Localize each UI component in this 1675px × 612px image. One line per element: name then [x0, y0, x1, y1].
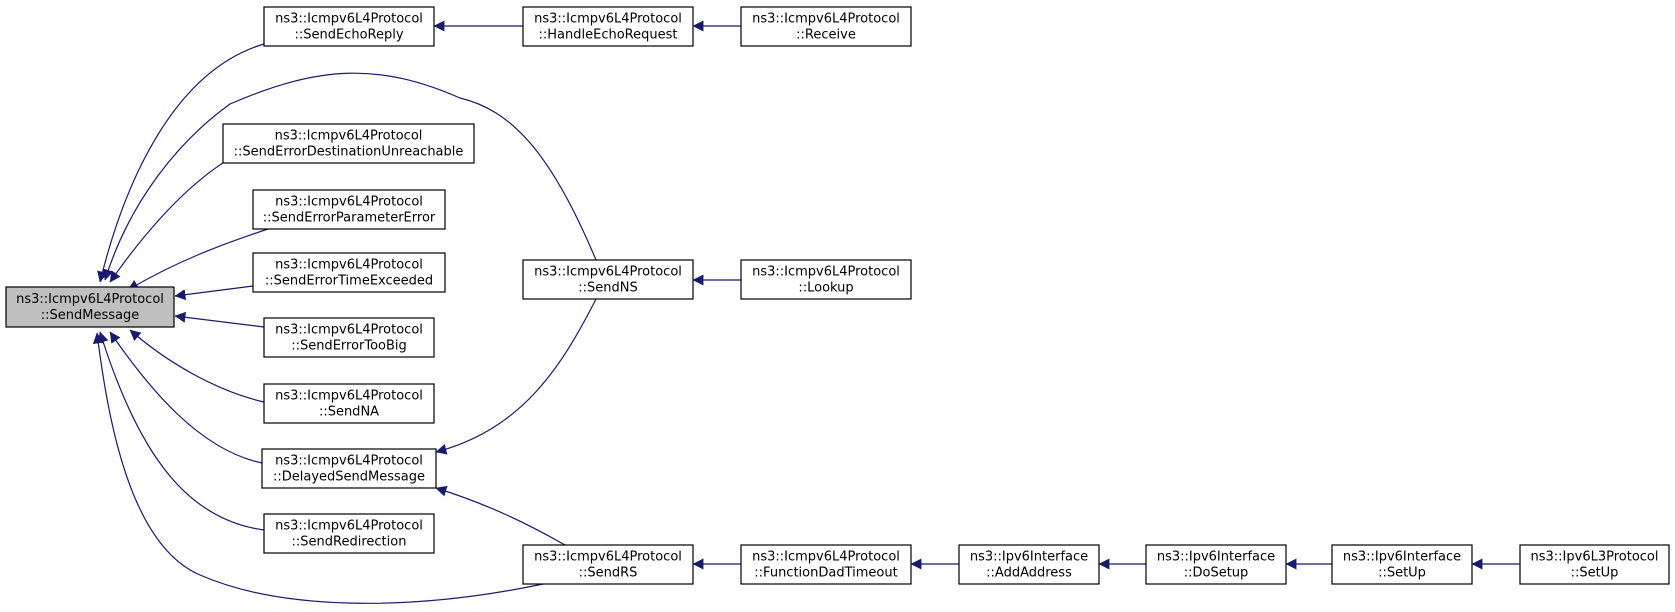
node-label-line1: ns3::Icmpv6L4Protocol	[752, 12, 900, 27]
node-label-line2: ::SendNS	[578, 281, 637, 296]
node-dosetup[interactable]: ns3::Ipv6Interface::DoSetup	[1145, 544, 1287, 585]
node-box	[252, 252, 446, 293]
node-label-line1: ns3::Icmpv6L4Protocol	[275, 258, 423, 273]
node-sendmessage[interactable]: ns3::Icmpv6L4Protocol::SendMessage	[5, 286, 175, 328]
node-label-line1: ns3::Icmpv6L4Protocol	[752, 550, 900, 565]
node-senderrortoobig[interactable]: ns3::Icmpv6L4Protocol::SendErrorTooBig	[263, 317, 435, 358]
node-label-line1: ns3::Ipv6Interface	[1157, 550, 1275, 565]
node-label-line2: ::SendErrorDestinationUnreachable	[234, 145, 464, 160]
node-label-line2: ::AddAddress	[986, 566, 1072, 581]
node-label-line2: ::Receive	[796, 28, 856, 43]
node-box	[740, 544, 912, 585]
node-label-line2: ::DoSetup	[1184, 566, 1249, 581]
node-box	[1331, 544, 1473, 585]
edge-sendns-to-delayedsendmessage	[435, 298, 597, 455]
edge-sendredirection-to-sendmessage	[97, 331, 265, 531]
node-senderrortimeexceeded[interactable]: ns3::Icmpv6L4Protocol::SendErrorTimeExce…	[252, 252, 446, 293]
node-label-line2: ::SendErrorTimeExceeded	[265, 274, 433, 289]
node-label-line1: ns3::Ipv6Interface	[1343, 550, 1461, 565]
node-receive[interactable]: ns3::Icmpv6L4Protocol::Receive	[740, 6, 912, 47]
node-label-line2: ::HandleEchoRequest	[539, 28, 678, 43]
node-label-line1: ns3::Icmpv6L4Protocol	[275, 323, 423, 338]
node-label-line1: ns3::Icmpv6L4Protocol	[752, 265, 900, 280]
node-label-line2: ::DelayedSendMessage	[273, 470, 425, 485]
node-label-line2: ::SendErrorParameterError	[263, 211, 436, 226]
node-box	[263, 513, 435, 554]
edge-senderrortoobig-to-sendmessage	[174, 311, 265, 328]
edge-senderrortimeexceeded-to-sendmessage	[174, 285, 254, 301]
node-box	[5, 286, 175, 328]
node-label-line2: ::SendRS	[579, 566, 638, 581]
node-label-line2: ::SetUp	[1571, 566, 1619, 581]
node-box	[522, 6, 694, 47]
edge-sendns-to-sendmessage	[102, 72, 597, 281]
node-lookup[interactable]: ns3::Icmpv6L4Protocol::Lookup	[740, 259, 912, 300]
edges-layer	[92, 20, 1520, 604]
node-box	[1519, 544, 1670, 585]
node-sendredirection[interactable]: ns3::Icmpv6L4Protocol::SendRedirection	[263, 513, 435, 554]
node-box	[261, 448, 437, 489]
node-label-line2: ::FunctionDadTimeout	[754, 566, 897, 581]
edge-senderrorparamerror-to-sendmessage	[127, 228, 269, 291]
node-label-line2: ::SendMessage	[41, 308, 139, 323]
node-functiondadtimeout[interactable]: ns3::Icmpv6L4Protocol::FunctionDadTimeou…	[740, 544, 912, 585]
node-label-line2: ::SendNA	[319, 405, 379, 420]
node-box	[958, 544, 1100, 585]
node-label-line2: ::SendEchoReply	[294, 28, 403, 43]
edge-delayedsendmessage-to-sendmessage	[109, 331, 263, 464]
node-box	[740, 6, 912, 47]
node-addaddress[interactable]: ns3::Ipv6Interface::AddAddress	[958, 544, 1100, 585]
node-sendna[interactable]: ns3::Icmpv6L4Protocol::SendNA	[263, 383, 435, 424]
node-label-line1: ns3::Icmpv6L4Protocol	[534, 265, 682, 280]
nodes-layer: ns3::Icmpv6L4Protocol::SendMessagens3::I…	[5, 6, 1670, 585]
node-label-line1: ns3::Icmpv6L4Protocol	[275, 195, 423, 210]
node-sendechoreply[interactable]: ns3::Icmpv6L4Protocol::SendEchoReply	[263, 6, 435, 47]
node-box	[740, 259, 912, 300]
node-sendns[interactable]: ns3::Icmpv6L4Protocol::SendNS	[522, 259, 694, 300]
node-box	[522, 259, 694, 300]
node-box	[522, 544, 694, 585]
node-label-line2: ::SetUp	[1378, 566, 1426, 581]
node-label-line2: ::SendErrorTooBig	[291, 339, 407, 354]
node-box	[222, 123, 475, 164]
node-label-line1: ns3::Icmpv6L4Protocol	[16, 292, 164, 307]
node-box	[263, 6, 435, 47]
node-senderrorparamerror[interactable]: ns3::Icmpv6L4Protocol::SendErrorParamete…	[252, 189, 446, 230]
node-ipv6interface-setup[interactable]: ns3::Ipv6Interface::SetUp	[1331, 544, 1473, 585]
node-label-line1: ns3::Icmpv6L4Protocol	[275, 12, 423, 27]
node-senderrordestunreach[interactable]: ns3::Icmpv6L4Protocol::SendErrorDestinat…	[222, 123, 475, 164]
node-ipv6l3protocol-setup[interactable]: ns3::Ipv6L3Protocol::SetUp	[1519, 544, 1670, 585]
node-label-line1: ns3::Icmpv6L4Protocol	[534, 550, 682, 565]
node-box	[1145, 544, 1287, 585]
edge-sendechoreply-to-sendmessage	[97, 43, 265, 283]
node-label-line1: ns3::Icmpv6L4Protocol	[534, 12, 682, 27]
node-label-line1: ns3::Ipv6Interface	[970, 550, 1088, 565]
node-box	[252, 189, 446, 230]
node-box	[263, 317, 435, 358]
node-sendrs[interactable]: ns3::Icmpv6L4Protocol::SendRS	[522, 544, 694, 585]
node-label-line1: ns3::Icmpv6L4Protocol	[275, 389, 423, 404]
node-label-line1: ns3::Icmpv6L4Protocol	[275, 519, 423, 534]
edge-sendrs-to-sendmessage	[92, 332, 544, 604]
node-handleechorequest[interactable]: ns3::Icmpv6L4Protocol::HandleEchoRequest	[522, 6, 694, 47]
node-label-line1: ns3::Ipv6L3Protocol	[1531, 550, 1659, 565]
edge-senderrordestunreach-to-sendmessage	[109, 149, 246, 283]
node-label-line2: ::SendRedirection	[292, 535, 407, 550]
node-label-line1: ns3::Icmpv6L4Protocol	[275, 129, 423, 144]
edge-sendrs-to-delayedsendmessage	[435, 485, 566, 546]
node-label-line1: ns3::Icmpv6L4Protocol	[275, 454, 423, 469]
node-delayedsendmessage[interactable]: ns3::Icmpv6L4Protocol::DelayedSendMessag…	[261, 448, 437, 489]
node-label-line2: ::Lookup	[798, 281, 853, 296]
node-box	[263, 383, 435, 424]
edge-sendna-to-sendmessage	[129, 329, 265, 403]
